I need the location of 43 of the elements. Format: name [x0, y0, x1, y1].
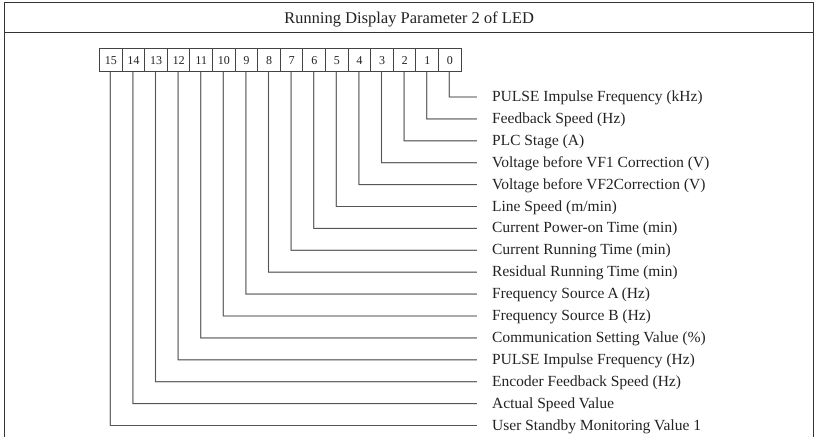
- bit-number: 4: [348, 48, 372, 72]
- leader-line: [358, 72, 477, 186]
- parameter-label: PULSE Impulse Frequency (Hz): [477, 350, 695, 370]
- parameter-label: Current Running Time (min): [477, 240, 671, 260]
- bit-number: 12: [166, 48, 190, 72]
- leader-line: [380, 72, 477, 164]
- bit-number: 5: [325, 48, 349, 72]
- parameter-label: Communication Setting Value (%): [477, 328, 706, 348]
- leader-line: [313, 72, 477, 229]
- parameter-label: Residual Running Time (min): [477, 262, 678, 282]
- bit-number: 2: [392, 48, 416, 72]
- leader-line: [222, 72, 477, 317]
- leader-line: [448, 72, 477, 98]
- bit-number: 0: [438, 48, 462, 72]
- bit-number: 7: [280, 48, 304, 72]
- parameter-label: Frequency Source A (Hz): [477, 284, 650, 304]
- leader-line: [336, 72, 477, 208]
- parameter-label: Line Speed (m/min): [477, 196, 617, 216]
- leader-line: [290, 72, 477, 251]
- parameter-label: Current Power-on Time (min): [477, 218, 678, 238]
- parameter-label: PLC Stage (A): [477, 130, 584, 151]
- leader-line: [404, 72, 477, 142]
- parameter-label: Actual Speed Value: [477, 394, 614, 414]
- bit-number: 10: [212, 48, 236, 72]
- parameter-label: PULSE Impulse Frequency (kHz): [477, 87, 702, 107]
- bit-number: 6: [302, 48, 326, 72]
- parameter-label: Feedback Speed (Hz): [477, 108, 626, 129]
- bit-number: 8: [257, 48, 281, 72]
- leader-line: [268, 72, 477, 273]
- bit-number: 1: [415, 48, 439, 72]
- parameter-label: Frequency Source B (Hz): [477, 306, 651, 326]
- bit-number: 9: [234, 48, 258, 72]
- parameter-label: Voltage before VF2Correction (V): [477, 174, 706, 195]
- parameter-label: Encoder Feedback Speed (Hz): [477, 372, 681, 392]
- bit-number: 11: [189, 48, 213, 72]
- parameter-label: User Standby Monitoring Value 1: [477, 416, 701, 436]
- bit-number: 3: [370, 48, 394, 72]
- bit-number: 15: [99, 48, 123, 72]
- leader-line: [245, 72, 477, 295]
- leader-line: [426, 72, 477, 120]
- bit-number: 14: [122, 48, 146, 72]
- bit-number: 13: [144, 48, 168, 72]
- parameter-label: Voltage before VF1 Correction (V): [477, 152, 710, 173]
